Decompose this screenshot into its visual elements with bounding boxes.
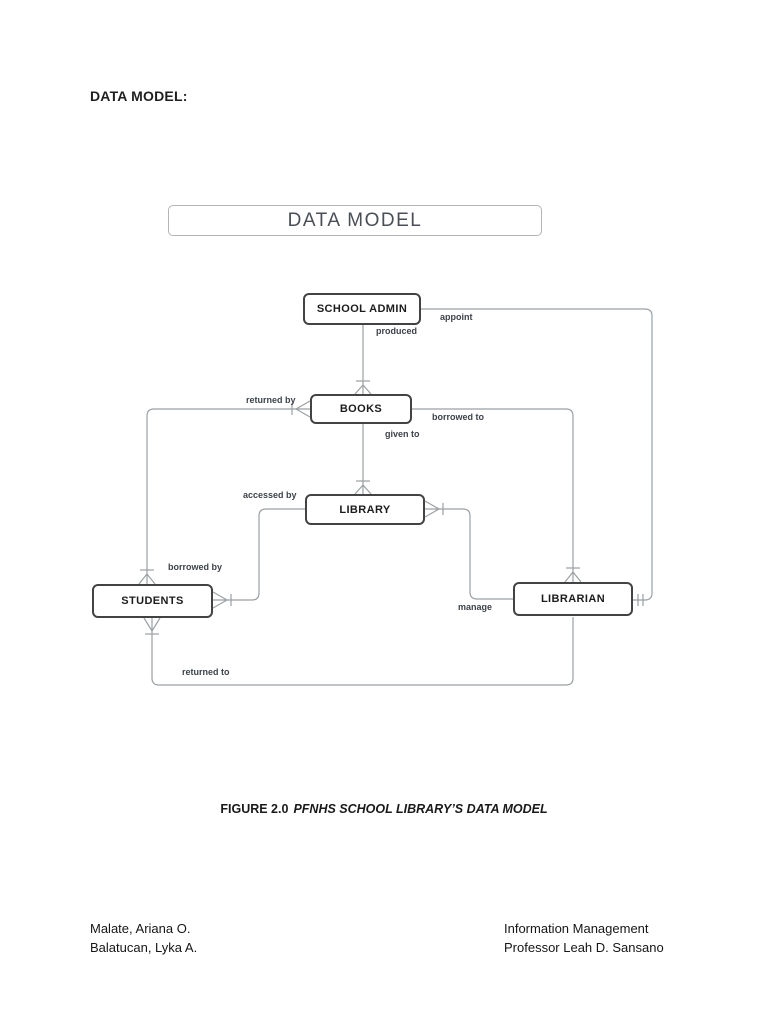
relationship-label-given-to: given to xyxy=(385,429,420,439)
connector-manage xyxy=(424,500,513,600)
diagram-title: DATA MODEL xyxy=(287,209,423,231)
connector-accessed-by xyxy=(212,508,306,609)
footer-course-info: Information Management Professor Leah D.… xyxy=(504,919,664,957)
relationship-label-borrowed-by: borrowed by xyxy=(168,562,223,572)
connector-given-to xyxy=(354,424,372,495)
relationship-label-produced: produced xyxy=(376,326,418,336)
connector-borrowed-to xyxy=(412,408,582,583)
figure-caption-label: FIGURE 2.0 xyxy=(220,802,289,816)
entity-students: STUDENTS xyxy=(92,584,213,618)
connector-produced xyxy=(354,325,372,395)
connector-returned-by xyxy=(138,400,311,585)
footer-professor: Professor Leah D. Sansano xyxy=(504,940,664,955)
relationship-label-returned-to: returned to xyxy=(182,667,230,677)
relationship-label-borrowed-to: borrowed to xyxy=(432,412,484,422)
footer-course: Information Management xyxy=(504,921,649,936)
footer-author-1: Malate, Ariana O. xyxy=(90,921,191,936)
diagram-title-box: DATA MODEL xyxy=(168,205,542,236)
relationship-label-manage: manage xyxy=(458,602,493,612)
relationship-label-accessed-by: accessed by xyxy=(243,490,297,500)
entity-books: BOOKS xyxy=(310,394,412,424)
footer-author-2: Balatucan, Lyka A. xyxy=(90,940,198,955)
entity-library: LIBRARY xyxy=(305,494,425,525)
connector-returned-to xyxy=(143,617,574,686)
page-heading: DATA MODEL: xyxy=(90,88,188,104)
footer-authors: Malate, Ariana O. Balatucan, Lyka A. xyxy=(90,919,197,957)
relationship-label-appoint: appoint xyxy=(440,312,473,322)
figure-caption-title: PFNHS SCHOOL LIBRARY’S DATA MODEL xyxy=(293,802,548,816)
entity-school-admin: SCHOOL ADMIN xyxy=(303,293,421,325)
connector-appoint xyxy=(421,308,653,606)
figure-caption: FIGURE 2.0 PFNHS SCHOOL LIBRARY’S DATA MO… xyxy=(0,802,768,816)
entity-librarian: LIBRARIAN xyxy=(513,582,633,616)
relationship-label-returned-by: returned by xyxy=(246,395,296,405)
